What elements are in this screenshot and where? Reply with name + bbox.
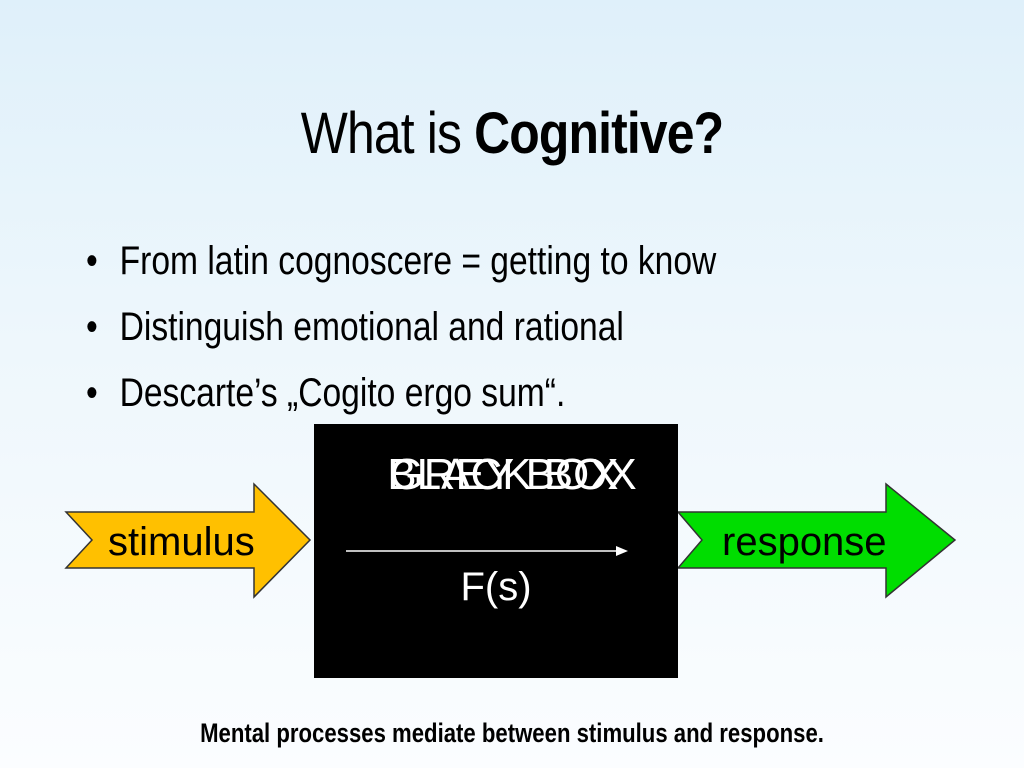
response-arrow xyxy=(676,482,957,599)
bullet-text: Descarte’s „Cogito ergo sum“. xyxy=(119,371,566,415)
stimulus-label: stimulus xyxy=(108,520,255,564)
slide-title: What is Cognitive? xyxy=(72,100,953,167)
bullet-item: • Descarte’s „Cogito ergo sum“. xyxy=(86,360,716,426)
bullet-dot: • xyxy=(86,305,98,349)
transform-arrow-head xyxy=(616,546,628,556)
bullet-text: From latin cognoscere = getting to know xyxy=(119,239,717,283)
title-bold: Cognitive? xyxy=(474,101,724,166)
bullet-item: • Distinguish emotional and rational xyxy=(86,294,716,360)
slide-caption: Mental processes mediate between stimulu… xyxy=(200,718,824,748)
bullet-dot: • xyxy=(86,239,98,283)
bullet-item: • From latin cognoscere = getting to know xyxy=(86,228,716,294)
title-prefix: What is xyxy=(300,101,475,166)
bullet-text: Distinguish emotional and rational xyxy=(119,305,624,349)
bullet-list: • From latin cognoscere = getting to know… xyxy=(86,228,836,426)
stimulus-arrow xyxy=(64,482,312,599)
function-label: F(s) xyxy=(460,565,532,609)
response-label: response xyxy=(722,520,887,564)
bullet-dot: • xyxy=(86,371,98,415)
